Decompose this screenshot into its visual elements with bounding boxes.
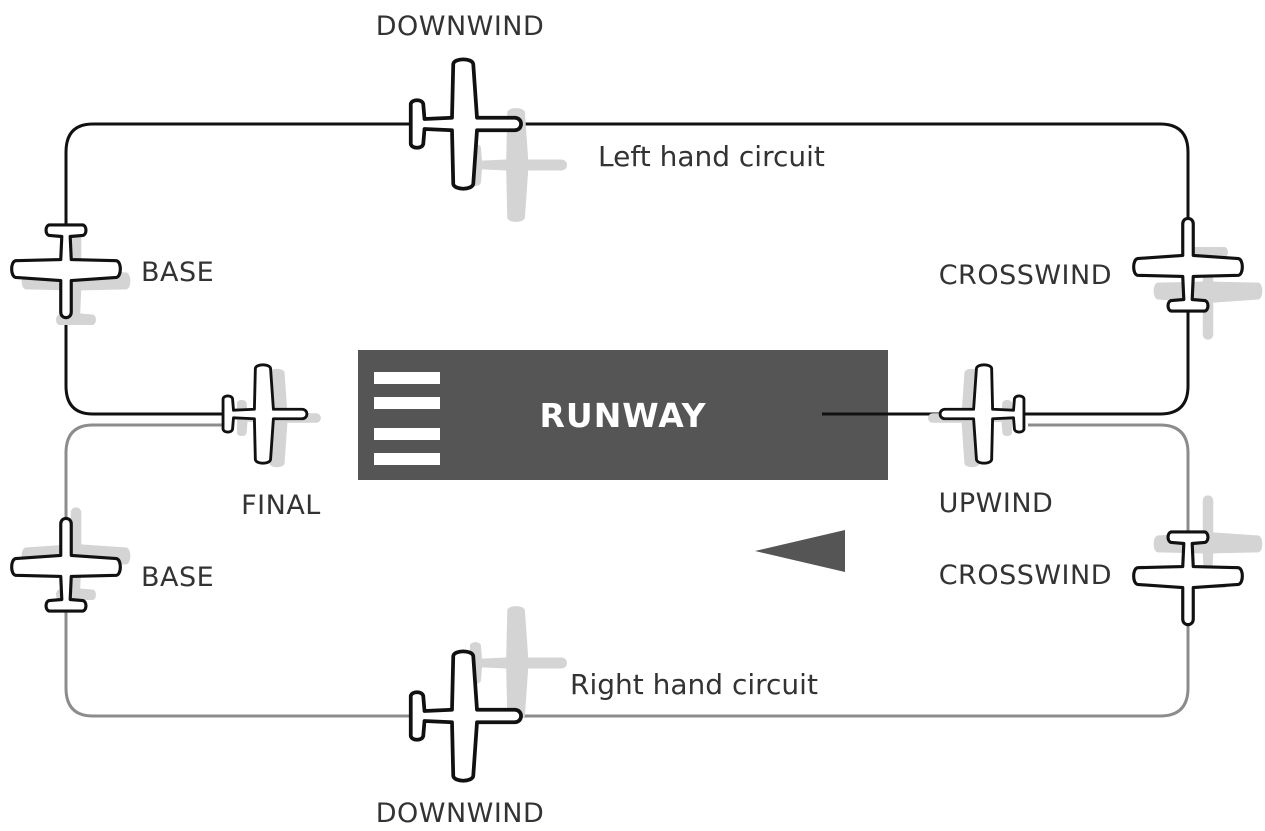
airplane-icon	[10, 516, 122, 613]
upwind-label: UPWIND	[939, 488, 1054, 519]
left-base-label: BASE	[141, 257, 214, 288]
left-crosswind-label: CROSSWIND	[939, 260, 1112, 291]
airplane-icon	[408, 649, 523, 783]
right-circuit-label: Right hand circuit	[570, 668, 818, 701]
right-downwind-label: DOWNWIND	[376, 798, 545, 826]
airplane-shadow	[469, 606, 567, 720]
runway-label: RUNWAY	[539, 396, 706, 435]
threshold-stripe	[374, 453, 440, 465]
right-crosswind-label: CROSSWIND	[939, 560, 1112, 591]
threshold-stripe	[374, 372, 440, 384]
wind-direction-arrow-icon	[755, 530, 845, 572]
airplane-icon	[10, 223, 122, 320]
runway	[358, 350, 888, 480]
right-circuit-path	[64, 423, 1190, 718]
left-downwind-label: DOWNWIND	[376, 11, 545, 42]
left-circuit-label: Left hand circuit	[598, 140, 825, 173]
airplane-icon	[221, 363, 309, 465]
airplane-shadow	[21, 507, 131, 601]
threshold-stripe	[374, 428, 440, 440]
airplane-icon	[938, 363, 1026, 465]
final-label: FINAL	[241, 490, 321, 521]
left-circuit-path	[64, 122, 1190, 416]
right-base-label: BASE	[141, 562, 214, 593]
threshold-stripe	[374, 397, 440, 409]
